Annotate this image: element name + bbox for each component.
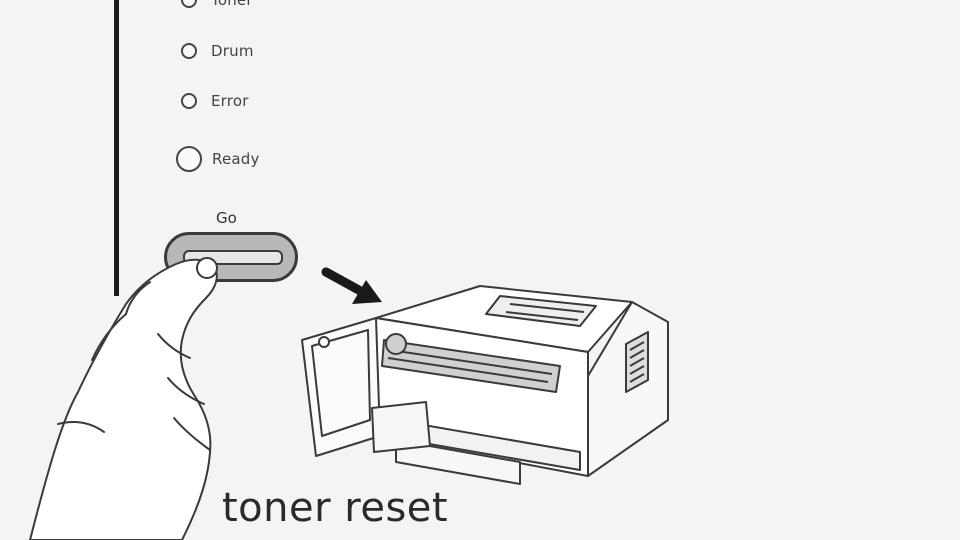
- arrow-icon: [321, 267, 382, 304]
- control-panel-edge: [114, 0, 119, 296]
- error-indicator: Error: [181, 92, 249, 110]
- fingertip-press-icon: [196, 257, 218, 279]
- drum-label: Drum: [211, 42, 254, 60]
- toner-indicator: Toner: [181, 0, 253, 9]
- error-led-icon: [181, 93, 197, 109]
- ready-led-icon: [176, 146, 202, 172]
- hand-icon: [29, 258, 218, 540]
- toner-label: Toner: [211, 0, 253, 9]
- ready-label: Ready: [212, 150, 260, 168]
- printer-icon: [301, 285, 669, 485]
- drum-indicator: Drum: [181, 42, 254, 60]
- ready-indicator: Ready: [176, 146, 260, 172]
- caption-text: toner reset: [222, 485, 449, 531]
- error-label: Error: [211, 92, 249, 110]
- go-button-label: Go: [216, 209, 237, 227]
- drum-led-icon: [181, 43, 197, 59]
